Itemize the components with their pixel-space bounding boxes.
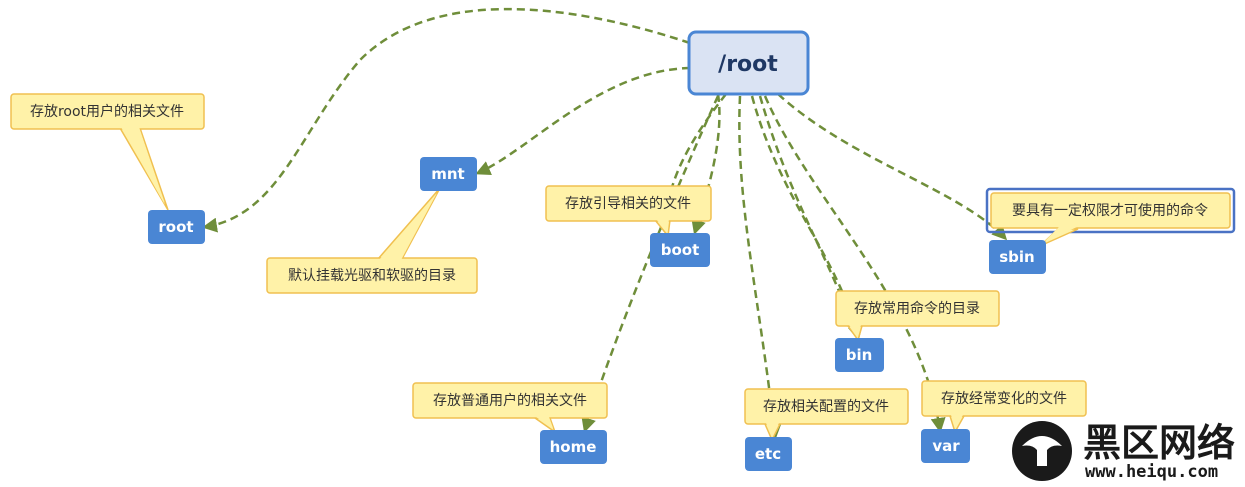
node-bin[interactable]: bin [835, 338, 884, 372]
edge-bin-2 [758, 95, 852, 321]
callout-home [412, 382, 608, 419]
callout-mnt-text: 默认挂载光驱和软驱的目录 [288, 268, 456, 284]
callout-mnt-group: 默认挂载光驱和软驱的目录 [266, 187, 478, 294]
watermark: 黑区网络 www.heiqu.com [1012, 421, 1235, 482]
watermark-url: www.heiqu.com [1085, 462, 1218, 482]
edge-etc [738, 95, 782, 440]
edge-root [202, 7, 691, 233]
callout-var [921, 380, 1087, 417]
callout-home-text: 存放普通用户的相关文件 [433, 392, 587, 409]
edge-var [763, 95, 946, 433]
callout-bin-group: 存放常用命令的目录 [835, 290, 1000, 342]
callout-boot-group: 存放引导相关的文件 [545, 185, 712, 238]
callout-bin [835, 290, 1000, 327]
callout-root-group: 存放root用户的相关文件 [10, 93, 205, 211]
node-home-label: home [550, 438, 597, 456]
callout-mnt [266, 257, 478, 294]
edge-mnt [475, 66, 691, 175]
root-node[interactable]: /root [687, 30, 810, 96]
callout-sbin-group: 要具有一定权限才可使用的命令 [985, 187, 1236, 247]
callout-root [10, 93, 205, 130]
node-boot-label: boot [661, 241, 700, 259]
callout-var-text: 存放经常变化的文件 [941, 391, 1067, 407]
node-var[interactable]: var [921, 429, 970, 463]
callout-boot [545, 185, 712, 222]
callout-etc-text: 存放相关配置的文件 [763, 399, 889, 415]
node-var-label: var [932, 437, 960, 455]
node-root-label: root [158, 218, 193, 236]
node-sbin[interactable]: sbin [989, 240, 1046, 274]
node-etc[interactable]: etc [745, 437, 792, 471]
callout-boot-text: 存放引导相关的文件 [565, 196, 691, 212]
node-root[interactable]: root [148, 210, 205, 244]
node-boot[interactable]: boot [650, 233, 710, 267]
callout-bin-text: 存放常用命令的目录 [854, 300, 980, 317]
callout-etc-group: 存放相关配置的文件 [744, 388, 909, 442]
callout-root-text: 存放root用户的相关文件 [30, 103, 184, 120]
node-bin-label: bin [846, 346, 873, 364]
edge-sbin [777, 93, 1008, 241]
watermark-title: 黑区网络 [1083, 421, 1235, 465]
edge-boot [691, 93, 721, 235]
node-mnt-label: mnt [431, 165, 464, 183]
callout-sbin-text: 要具有一定权限才可使用的命令 [1012, 202, 1208, 219]
callout-var-group: 存放经常变化的文件 [921, 380, 1087, 434]
callout-etc [744, 388, 909, 425]
root-node-label: /root [718, 52, 778, 77]
node-etc-label: etc [755, 445, 781, 463]
edges [202, 7, 1008, 440]
node-sbin-label: sbin [999, 248, 1035, 266]
callout-home-group: 存放普通用户的相关文件 [412, 382, 608, 434]
node-mnt[interactable]: mnt [420, 157, 477, 191]
callout-sbin [990, 192, 1231, 229]
node-home[interactable]: home [540, 430, 607, 464]
edge-boot-2 [665, 93, 727, 237]
